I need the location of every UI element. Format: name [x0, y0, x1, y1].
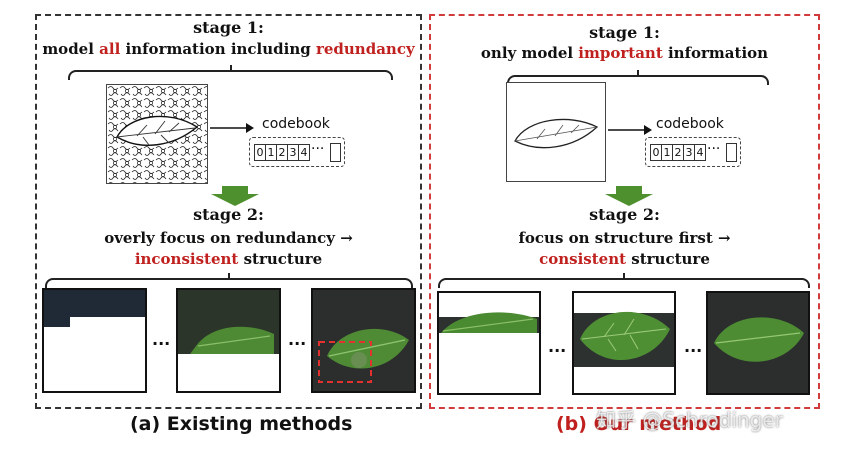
- codebook-cell: 4: [298, 144, 310, 161]
- our-method-panel: [429, 14, 820, 409]
- codebook-last-cell: [330, 143, 341, 162]
- left-stage-down-arrow-icon: [211, 194, 259, 206]
- right-generation-step-1: [437, 291, 541, 395]
- edge-map-leaf-image: [106, 84, 208, 184]
- left-dots-1: ...: [152, 330, 171, 349]
- left-generation-step-final: [311, 288, 416, 393]
- left-stage1-brace: [68, 65, 393, 80]
- right-stage-down-arrow-icon: [605, 194, 653, 206]
- watermark-text: 知乎 @Schrodinger: [596, 408, 783, 432]
- our-method-caption: (b) Our method: [556, 413, 722, 435]
- right-to-codebook-arrow: [608, 125, 652, 135]
- right-codebook-label: codebook: [656, 116, 724, 132]
- left-stage2-line2: inconsistent structure: [134, 250, 323, 268]
- right-dots-1: ...: [548, 337, 567, 356]
- right-stage2-line1: focus on structure first →: [518, 229, 731, 247]
- codebook-cell: 2: [672, 144, 684, 161]
- structure-sketch-leaf-image: [506, 82, 606, 182]
- left-stage2-line1: overly focus on redundancy →: [104, 229, 353, 247]
- left-codebook-label: codebook: [262, 116, 330, 132]
- codebook-ellipsis: ···: [311, 141, 325, 157]
- existing-methods-caption: (a) Existing methods: [130, 413, 353, 435]
- left-to-codebook-arrow: [210, 123, 254, 133]
- right-stage2-brace: [438, 273, 810, 288]
- left-generation-step-1: [42, 288, 147, 393]
- left-stage2-brace: [45, 273, 413, 288]
- right-codebook: 0 1 2 3 4 ···: [645, 137, 741, 167]
- codebook-cell: 2: [276, 144, 288, 161]
- existing-methods-panel: [35, 14, 422, 409]
- right-dots-2: ...: [684, 337, 703, 356]
- right-stage-arrow-bar: [616, 186, 642, 194]
- codebook-last-cell: [726, 143, 737, 162]
- left-stage2-title: stage 2:: [193, 205, 264, 224]
- right-generation-step-final: [706, 291, 810, 395]
- left-codebook: 0 1 2 3 4 ···: [249, 137, 345, 167]
- right-stage2-line2: consistent structure: [539, 250, 710, 268]
- right-stage2-title: stage 2:: [589, 205, 660, 224]
- left-generation-step-2: [176, 288, 281, 393]
- right-stage1-brace: [507, 70, 769, 85]
- right-stage1-description: only model important information: [480, 44, 769, 62]
- left-dots-2: ...: [288, 330, 307, 349]
- left-stage-arrow-bar: [222, 186, 248, 194]
- right-generation-step-2: [572, 291, 676, 395]
- codebook-ellipsis: ···: [707, 141, 721, 157]
- left-stage1-description: model all information including redundan…: [42, 40, 415, 58]
- right-stage1-title: stage 1:: [589, 23, 660, 42]
- left-stage1-title: stage 1:: [193, 18, 264, 37]
- codebook-cell: 4: [694, 144, 706, 161]
